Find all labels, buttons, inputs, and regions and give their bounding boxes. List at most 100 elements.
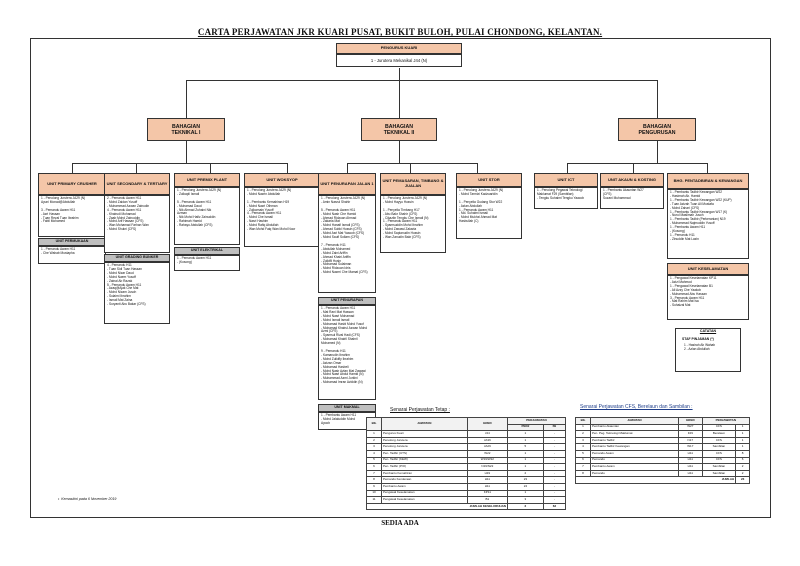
- staff-line: - Wan Mohamad Farhan Wan: [107, 223, 149, 228]
- staff-line: - Syamsuddin Mohd Ibrahim: [383, 223, 423, 228]
- unit-akaun-title: UNIT AKAUN & KOSTING: [600, 173, 664, 187]
- table-cell: Berelaun: [701, 430, 737, 438]
- col-jawatan: JAWATAN: [381, 416, 468, 432]
- staff-line: - Mohd Hanafi Ismail (CFS): [321, 223, 360, 228]
- staff-line: - Mohd Zawawi Zakaria: [383, 227, 417, 232]
- staff-line: 3 - Pemandu Awam H11: [41, 207, 76, 212]
- unit-penurapan-body: 1 - Pemandu Awam H11- Mat Rani Mat Hassa…: [318, 305, 376, 400]
- unit-ict-title: UNIT ICT: [534, 173, 598, 187]
- staff-line: - Ali Azzy Che Yaakob: [670, 287, 702, 292]
- table-cell: 9: [366, 482, 382, 491]
- unit-pemasaran-body: 1 - Penolong Jurutera JA29 (N)- Mohd Hay…: [380, 195, 446, 253]
- staff-line: 2 - Azlan Abdullah: [684, 346, 710, 351]
- staff-line: 1 - Penolong Jurutera JA29 (N): [177, 188, 222, 192]
- staff-line: 1 - Penolong Jurutera JA29 (N): [459, 188, 504, 192]
- col-gred: GRED: [466, 416, 508, 432]
- connector-u5: [347, 163, 348, 173]
- staff-line: 1 - Penyelia Gudang Stor W22: [459, 199, 503, 204]
- staff-line: 1 - Pemandu Awam H11: [177, 256, 212, 260]
- staff-line: - Muhammad Azwan Zainudin: [107, 203, 150, 208]
- staff-line: 4 - Pemandu Awam H11: [247, 211, 282, 216]
- connector-sec1-down: [186, 141, 187, 163]
- staff-line: 4 - Pemandu H11: [107, 263, 132, 267]
- staff-line: - Mohamad Hasbeli: [321, 364, 349, 369]
- table-cell: CFS: [701, 423, 737, 432]
- connector-sec3: [657, 80, 658, 118]
- table-cell: H19: [466, 469, 508, 478]
- table-cell: Pengawal Keselamatan: [381, 489, 468, 498]
- staff-line: - Tengku Suhaimi Tengku Yaacob: [537, 195, 585, 200]
- table-cell: 1: [735, 430, 750, 438]
- staff-line: - Mohd Sapianudin Hussin: [383, 231, 421, 236]
- chart-title: CARTA PERJAWATAN JKR KUARI PUSAT, BUKIT …: [197, 27, 603, 37]
- table-cell: H11: [678, 469, 703, 478]
- staff-line: 1 - Pemandu Awam H11: [41, 247, 76, 251]
- table-cell: Pembantu Akauntan: [590, 423, 679, 432]
- table-cell: 24: [506, 482, 544, 491]
- table-cell: 1: [575, 423, 591, 432]
- table-cell: Penolong Jurutera: [381, 443, 468, 451]
- staff-line: - Fabil Mohamed: [41, 219, 65, 224]
- staff-line: 1 - Pembantu Tadbir Kewangan W22: [670, 190, 723, 194]
- unit-pentadbiran-body: 1 - Pembantu Tadbir Kewangan W22- Hasima…: [667, 189, 749, 259]
- connector-u3: [210, 163, 211, 173]
- staff-line: - Mohd Asri Mat Yaacob (CFS): [321, 231, 365, 236]
- table-cell: 1: [506, 456, 544, 465]
- table-cell: W19/W22: [466, 456, 508, 465]
- staff-line: 5 - Pemandu Awam H11: [107, 282, 142, 287]
- table-cell: H11: [678, 463, 703, 471]
- staff-line: 1 - Penolong Pegawai Teknologi: [537, 188, 583, 192]
- section-teknikal-1: BAHAGIAN TEKNIKAL I: [147, 118, 225, 141]
- unit-elektrikal-body: 1 - Pemandu Awam H11- (Kosong): [174, 255, 240, 271]
- staff-line: - Mat Rahim Mat Isa: [670, 299, 699, 304]
- staff-line: 2 - Pemandu Awam H11: [107, 196, 142, 200]
- staff-line: - Mohd Che Ismail: [247, 215, 273, 220]
- connector-u1: [72, 163, 73, 173]
- staff-line: 1 - Pembantu Akauntan W27: [603, 188, 644, 192]
- staff-line: - Zaab Mohd Zainuddin: [107, 215, 140, 220]
- table-cell: -: [542, 489, 567, 498]
- section-line2: TEKNIKAL I: [171, 129, 201, 136]
- staff-line: 4 - Pemandu Awam H11: [107, 207, 142, 212]
- unit-crusher-body: 1 - Penolong Jurutera JA29 (N)Ayuni Mona…: [38, 195, 106, 237]
- table-cell: 1: [735, 436, 750, 445]
- col-perjawatan: PERJAWATAN: [506, 417, 567, 425]
- connector-u4: [287, 163, 288, 173]
- staff-line: - Mohd Jalaluddin Mohd: [321, 416, 356, 421]
- staff-line: Azmi (CFS): [321, 329, 338, 334]
- table-cell: 23: [506, 476, 544, 484]
- staff-line: - Muhammad Abu Hassan: [670, 291, 707, 296]
- staff-line: - Mohd Zaidan Yusoff: [107, 199, 138, 204]
- staff-line: - Hasimah Ab. Hamid: [670, 193, 701, 198]
- table-cell: 11: [366, 496, 382, 504]
- connector-u7: [477, 163, 478, 173]
- table-cell: Sambilan: [701, 463, 737, 471]
- top-staff: 1 - Jurutera Mekanikal J44 (N): [336, 54, 462, 67]
- staff-line: Ayuni Monad@Abdullah: [41, 199, 76, 204]
- table-cell: W22: [466, 449, 508, 458]
- table-cell: 2: [506, 469, 544, 478]
- section-line2: TEKNIKAL II: [383, 129, 415, 136]
- col-perj: PERJ: [506, 423, 544, 432]
- table-cell: -: [542, 430, 567, 438]
- connector-h-3: [567, 163, 707, 164]
- staff-line: - Ahmad Subki Hussin (CFS): [321, 227, 362, 232]
- table-cell: CFS: [701, 436, 737, 445]
- staff-line: 1 - Pembantu Tadbir (Perkeranian) N19: [670, 217, 726, 222]
- staff-line: - Mohd Nasri Abdul Hamid (N): [321, 372, 364, 377]
- table-cell: Pemandu: [590, 469, 679, 478]
- table-cell: 2: [575, 430, 591, 438]
- table-cell: 7: [575, 463, 591, 471]
- staff-line: - Wan Mohd Faiq Wan Mohd Noor: [247, 227, 296, 232]
- staff-line: - Mohd Nazri Othman: [247, 203, 278, 208]
- table-cell: 6: [366, 463, 382, 471]
- staff-line: Hasbullah (C): [459, 219, 479, 224]
- unit-premix-title: UNIT PREMIX PLANT: [174, 173, 240, 187]
